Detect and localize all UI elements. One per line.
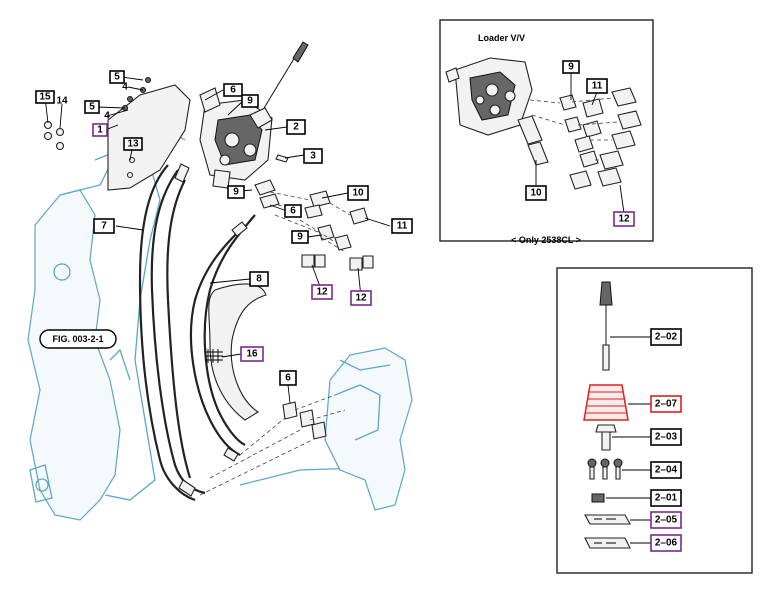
svg-text:10: 10 bbox=[530, 188, 542, 199]
inset-callout-12: 12 bbox=[613, 211, 635, 227]
callout-11: 11 bbox=[391, 218, 413, 234]
callout-2: 2 bbox=[286, 119, 306, 135]
loader-fittings bbox=[517, 87, 642, 190]
callout-12a: 12 bbox=[311, 284, 333, 300]
callout-7: 7 bbox=[93, 218, 115, 234]
callout-15: 15 bbox=[35, 90, 55, 104]
callout-14: 14 bbox=[56, 96, 68, 107]
callout-10: 10 bbox=[347, 185, 369, 201]
callout-2-01: 2–01 bbox=[650, 489, 682, 507]
mesh-sleeve bbox=[205, 349, 223, 363]
callout-3: 3 bbox=[303, 148, 323, 164]
svg-text:16: 16 bbox=[246, 349, 258, 360]
svg-text:5: 5 bbox=[114, 72, 120, 83]
plate-part-lower bbox=[584, 537, 631, 549]
svg-text:4: 4 bbox=[104, 111, 110, 122]
rubber-boot bbox=[583, 384, 629, 421]
control-lever bbox=[249, 41, 309, 129]
svg-text:9: 9 bbox=[297, 232, 303, 243]
loader-valve bbox=[445, 57, 533, 136]
callout-13: 13 bbox=[123, 137, 143, 151]
bracket-bolts bbox=[43, 77, 289, 179]
lever-shaft bbox=[595, 424, 617, 451]
callout-9b: 9 bbox=[227, 185, 245, 199]
loader-valve-inset: Loader V/V bbox=[439, 19, 654, 245]
svg-text:12: 12 bbox=[618, 214, 630, 225]
loader-inset-caption: < Only 2538CL > bbox=[511, 235, 581, 245]
mounting-bracket bbox=[107, 84, 191, 191]
pin-part bbox=[591, 493, 605, 503]
svg-text:12: 12 bbox=[316, 287, 328, 298]
svg-text:2: 2 bbox=[293, 122, 299, 133]
callout-5a: 5 bbox=[109, 70, 125, 84]
callout-5b: 5 bbox=[84, 100, 100, 114]
svg-text:11: 11 bbox=[397, 221, 408, 232]
callout-6b: 6 bbox=[284, 204, 302, 218]
svg-text:6: 6 bbox=[230, 85, 236, 96]
callout-4a: 4 bbox=[122, 82, 128, 93]
inset-callout-11: 11 bbox=[586, 78, 608, 94]
callout-6c: 6 bbox=[279, 370, 297, 386]
svg-text:2–03: 2–03 bbox=[655, 432, 678, 443]
svg-text:2–04: 2–04 bbox=[655, 465, 678, 476]
svg-text:12: 12 bbox=[355, 293, 367, 304]
hydraulic-hoses bbox=[138, 163, 256, 502]
callout-9c: 9 bbox=[291, 230, 309, 244]
svg-text:13: 13 bbox=[127, 139, 139, 150]
svg-text:9: 9 bbox=[247, 96, 253, 107]
svg-text:3: 3 bbox=[310, 151, 316, 162]
tractor-frame bbox=[27, 124, 413, 521]
svg-text:14: 14 bbox=[56, 96, 68, 107]
callout-12b: 12 bbox=[350, 290, 372, 306]
callout-2-07: 2–07 bbox=[650, 395, 682, 413]
lever-panel-leaders bbox=[606, 336, 651, 544]
callout-16: 16 bbox=[240, 346, 264, 362]
callout-2-03: 2–03 bbox=[650, 428, 682, 446]
lever-knob bbox=[599, 281, 613, 371]
callout-4b: 4 bbox=[104, 111, 110, 122]
loader-inset-title: Loader V/V bbox=[478, 33, 525, 43]
callout-8: 8 bbox=[249, 271, 269, 287]
loader-leaders bbox=[535, 72, 625, 214]
svg-text:8: 8 bbox=[256, 274, 262, 285]
callout-2-02: 2–02 bbox=[650, 328, 682, 346]
inset-callout-9: 9 bbox=[562, 60, 580, 74]
callout-9a: 9 bbox=[241, 94, 259, 108]
lever-parts-panel: 2–02 2–07 2–03 2–04 2–01 2–05 2–06 bbox=[556, 267, 753, 574]
figure-label: FIG. 003-2-1 bbox=[39, 329, 117, 349]
svg-text:2–07: 2–07 bbox=[655, 399, 678, 410]
svg-text:4: 4 bbox=[122, 82, 128, 93]
svg-text:6: 6 bbox=[290, 206, 296, 217]
callout-1: 1 bbox=[92, 123, 108, 137]
hose-protector bbox=[208, 283, 267, 421]
callout-2-04: 2–04 bbox=[650, 461, 682, 479]
control-valve bbox=[199, 87, 273, 189]
callout-2-05: 2–05 bbox=[650, 511, 682, 529]
svg-text:2–01: 2–01 bbox=[655, 493, 678, 504]
svg-text:1: 1 bbox=[97, 125, 103, 136]
svg-text:2–05: 2–05 bbox=[655, 515, 678, 526]
callout-6a: 6 bbox=[223, 83, 243, 97]
svg-text:2–02: 2–02 bbox=[655, 332, 678, 343]
svg-text:11: 11 bbox=[592, 81, 603, 92]
lever-bolts bbox=[587, 458, 623, 480]
svg-text:15: 15 bbox=[39, 92, 51, 103]
svg-text:9: 9 bbox=[568, 62, 574, 73]
valve-fittings bbox=[254, 179, 374, 271]
svg-text:9: 9 bbox=[233, 187, 239, 198]
svg-text:10: 10 bbox=[352, 188, 364, 199]
svg-text:2–06: 2–06 bbox=[655, 538, 678, 549]
callout-2-06: 2–06 bbox=[650, 534, 682, 552]
svg-text:5: 5 bbox=[89, 102, 95, 113]
svg-text:7: 7 bbox=[101, 221, 107, 232]
lower-fittings bbox=[199, 394, 346, 496]
svg-text:FIG. 003-2-1: FIG. 003-2-1 bbox=[52, 334, 103, 344]
inset-callout-10: 10 bbox=[525, 185, 547, 201]
svg-text:6: 6 bbox=[285, 373, 291, 384]
plate-part-upper bbox=[584, 514, 631, 525]
